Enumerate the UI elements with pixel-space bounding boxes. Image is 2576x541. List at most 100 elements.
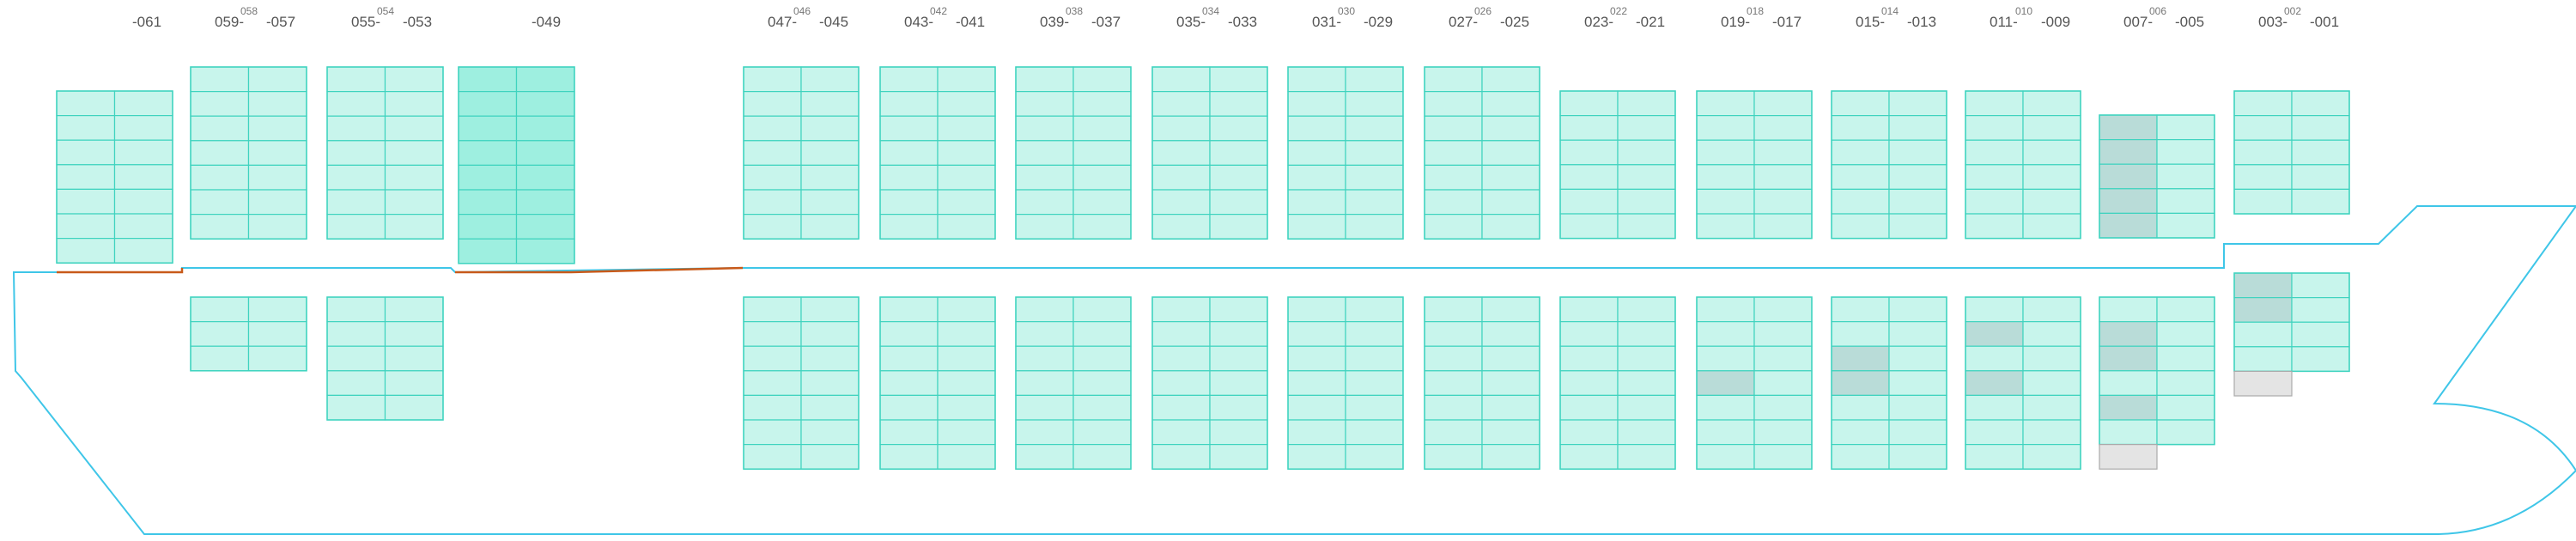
hold-slot bbox=[1753, 394, 1813, 421]
hold-slot bbox=[1753, 296, 1813, 323]
deck-slot bbox=[2099, 139, 2158, 165]
deck-slot bbox=[2099, 114, 2158, 141]
hold-slot bbox=[937, 321, 996, 347]
hold-slot bbox=[1209, 419, 1268, 446]
hold-slot bbox=[326, 394, 386, 421]
deck-slot bbox=[743, 140, 802, 167]
bay-label-prefix: 031- bbox=[1312, 14, 1341, 30]
deck-slot bbox=[113, 213, 173, 240]
hold-slot bbox=[937, 419, 996, 446]
deck-slot bbox=[2022, 90, 2081, 117]
deck-slot bbox=[743, 164, 802, 191]
deck-slot bbox=[1831, 164, 1890, 191]
hold-slot bbox=[1287, 419, 1346, 446]
deck-slot bbox=[937, 66, 996, 93]
deck-slot bbox=[2156, 163, 2215, 190]
deck-slot bbox=[2156, 188, 2215, 215]
hold-slot bbox=[1696, 321, 1755, 347]
deck-slot bbox=[937, 214, 996, 240]
deck-slot bbox=[247, 115, 307, 142]
deck-slot bbox=[800, 66, 860, 93]
deck-slot bbox=[1753, 90, 1813, 117]
hold-slot bbox=[1072, 321, 1132, 347]
hold-slot bbox=[1015, 419, 1074, 446]
deck-slot bbox=[1888, 213, 1947, 240]
deck-slot bbox=[515, 189, 575, 216]
deck-slot bbox=[1151, 90, 1211, 117]
hold-slot bbox=[1753, 419, 1813, 446]
deck-slot bbox=[458, 115, 518, 142]
hold-slot bbox=[879, 443, 939, 470]
deck-slot bbox=[384, 214, 444, 240]
hold-slot bbox=[1696, 443, 1755, 470]
hold-slot bbox=[2156, 345, 2215, 372]
hold-slot bbox=[879, 419, 939, 446]
bay-label-suffix: -021 bbox=[1636, 14, 1665, 30]
hold-slot bbox=[1424, 443, 1483, 470]
deck-slot bbox=[1287, 214, 1346, 240]
deck-slot bbox=[458, 66, 518, 93]
deck-slot bbox=[1287, 189, 1346, 216]
hold-slot bbox=[1888, 345, 1947, 372]
deck-slot bbox=[1345, 189, 1404, 216]
bay-label-suffix: -037 bbox=[1091, 14, 1121, 30]
hold-slot bbox=[2233, 297, 2293, 323]
hold-slot bbox=[2022, 345, 2081, 372]
deck-slot bbox=[326, 140, 386, 167]
bay-label-mid: 058 bbox=[240, 5, 258, 17]
deck-slot bbox=[1072, 90, 1132, 117]
hold-slot bbox=[743, 296, 802, 323]
hold-slot bbox=[800, 394, 860, 421]
bay-label-mid: 002 bbox=[2284, 5, 2301, 17]
deck-slot bbox=[1209, 66, 1268, 93]
hold-slot bbox=[937, 296, 996, 323]
deck-slot bbox=[1696, 188, 1755, 215]
bay-label-suffix: -001 bbox=[2310, 14, 2339, 30]
deck-slot bbox=[2233, 164, 2293, 191]
deck-slot bbox=[1015, 140, 1074, 167]
bay-label-mid: 022 bbox=[1610, 5, 1627, 17]
bay-label-mid: 030 bbox=[1338, 5, 1355, 17]
hold-slot bbox=[1617, 370, 1676, 396]
hold-slot bbox=[879, 345, 939, 372]
hold-slot bbox=[2099, 419, 2158, 446]
deck-slot bbox=[937, 189, 996, 216]
hold-slot bbox=[1753, 370, 1813, 396]
deck-slot bbox=[56, 139, 116, 166]
deck-slot bbox=[113, 188, 173, 215]
hold-slot bbox=[743, 394, 802, 421]
deck-slot bbox=[1072, 140, 1132, 167]
bay-label-suffix: -053 bbox=[403, 14, 432, 30]
hold-slot bbox=[1015, 345, 1074, 372]
bay-label-mid: 018 bbox=[1747, 5, 1764, 17]
hold-slot bbox=[743, 345, 802, 372]
deck-slot bbox=[1287, 115, 1346, 142]
hold-slot bbox=[247, 296, 307, 323]
hold-slot bbox=[326, 296, 386, 323]
deck-slot bbox=[800, 214, 860, 240]
hold-slot bbox=[2022, 370, 2081, 396]
deck-slot bbox=[515, 90, 575, 117]
hold-slot bbox=[1072, 394, 1132, 421]
hold-slot bbox=[1831, 296, 1890, 323]
hold-slot bbox=[2099, 345, 2158, 372]
deck-slot bbox=[458, 214, 518, 240]
deck-slot bbox=[2022, 213, 2081, 240]
deck-slot bbox=[515, 115, 575, 142]
hold-slot bbox=[1965, 443, 2024, 470]
hold-slot bbox=[1209, 394, 1268, 421]
bay-label-mid: 054 bbox=[377, 5, 394, 17]
deck-slot bbox=[2233, 188, 2293, 215]
deck-slot bbox=[879, 90, 939, 117]
hold-slot bbox=[1831, 443, 1890, 470]
deck-slot bbox=[1072, 189, 1132, 216]
hold-slot bbox=[1209, 321, 1268, 347]
hold-slot bbox=[1696, 419, 1755, 446]
hold-slot bbox=[190, 321, 250, 347]
hold-slot bbox=[1753, 321, 1813, 347]
hold-slot bbox=[1287, 443, 1346, 470]
bay-label-prefix: 035- bbox=[1176, 14, 1206, 30]
deck-slot bbox=[1831, 188, 1890, 215]
hold-slot bbox=[1559, 345, 1619, 372]
hold-slot bbox=[1559, 370, 1619, 396]
